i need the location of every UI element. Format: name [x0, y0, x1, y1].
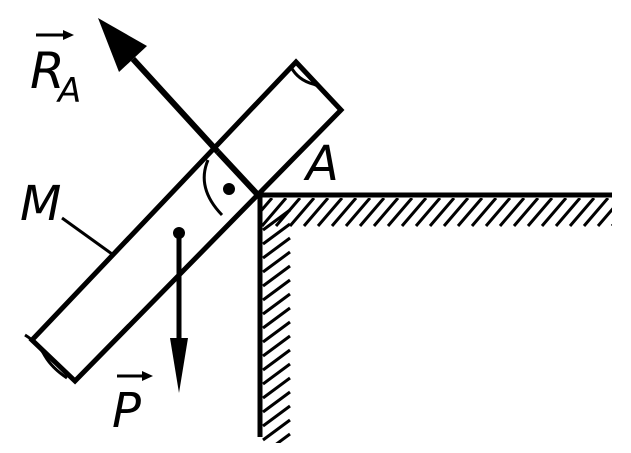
floor-hatch-stroke: [262, 198, 274, 212]
floor-hatch-stroke: [554, 198, 582, 227]
weight-force-arrow: [170, 238, 188, 393]
floor-hatch-stroke: [582, 198, 610, 227]
floor-hatch-stroke: [568, 198, 596, 227]
wall-hatch-stroke: [262, 250, 291, 274]
right-angle-dot: [223, 183, 235, 195]
wall-hatch-stroke: [262, 418, 291, 442]
reaction-vector-bar-head: [63, 30, 74, 40]
floor-hatch-stroke: [372, 198, 400, 227]
wall-hatch-stroke: [275, 432, 291, 443]
center-of-mass-dot: [173, 227, 185, 239]
wall-hatch-stroke: [262, 222, 291, 246]
wall-hatch-stroke: [262, 264, 291, 288]
reaction-label-letter: R: [30, 42, 65, 100]
floor-hatch-stroke: [414, 198, 442, 227]
wall-hatch-stroke: [262, 404, 291, 428]
wall-hatch-stroke: [262, 292, 291, 316]
floor-hatch-stroke: [498, 198, 526, 227]
weight-arrowhead: [170, 338, 188, 393]
reaction-arrowhead: [98, 18, 147, 72]
wall-hatch-stroke: [262, 362, 291, 386]
floor-hatch-stroke: [610, 223, 612, 226]
point-a-label: A: [303, 136, 339, 192]
floor-hatch-stroke: [484, 198, 512, 227]
wall-hatch-stroke: [262, 390, 291, 414]
floor-hatch-stroke: [428, 198, 456, 227]
reaction-label-subscript: A: [56, 71, 81, 111]
floor-hatch-stroke: [442, 198, 470, 227]
weight-label-letter: P: [112, 383, 141, 439]
floor-hatch-stroke: [262, 198, 288, 227]
wall-hatch-stroke: [262, 208, 291, 232]
floor-hatch-stroke: [330, 198, 358, 227]
wall-hatch-stroke: [262, 306, 291, 330]
wall-hatch-stroke: [262, 348, 291, 372]
wall-hatch-stroke: [262, 278, 291, 302]
floor-hatch-stroke: [316, 198, 344, 227]
wall-hatch-stroke: [262, 376, 291, 400]
reaction-label: R A: [30, 30, 81, 111]
floor-hatch-stroke: [302, 198, 330, 227]
wall-hatch-stroke: [262, 236, 291, 260]
body-leader-line: [61, 216, 113, 256]
wall-hatch-stroke: [262, 320, 291, 344]
reaction-force-arrow: [98, 18, 261, 198]
floor-hatch-stroke: [358, 198, 386, 227]
floor-hatching: [262, 198, 612, 227]
floor-hatch-stroke: [386, 198, 414, 227]
floor-hatch-stroke: [470, 198, 498, 227]
floor-hatch-stroke: [512, 198, 540, 227]
floor-hatch-stroke: [540, 198, 568, 227]
weight-vector-bar-head: [142, 371, 153, 381]
floor-hatch-stroke: [526, 198, 554, 227]
wall-hatching: [262, 208, 291, 453]
floor-hatch-stroke: [456, 198, 484, 227]
floor-hatch-stroke: [344, 198, 372, 227]
wall-hatch-stroke: [262, 334, 291, 358]
ledge-surface: [257, 192, 612, 453]
wall-hatch-stroke: [263, 448, 290, 453]
beam-width-mark-top: [289, 66, 335, 104]
floor-hatch-stroke: [288, 198, 316, 227]
floor-hatch-stroke: [400, 198, 428, 227]
weight-label: P: [112, 371, 153, 439]
body-m-label: M: [20, 176, 61, 232]
floor-hatch-stroke: [596, 207, 612, 227]
right-angle-arc: [202, 159, 224, 217]
beam-width-mark-bottom: [24, 333, 68, 380]
